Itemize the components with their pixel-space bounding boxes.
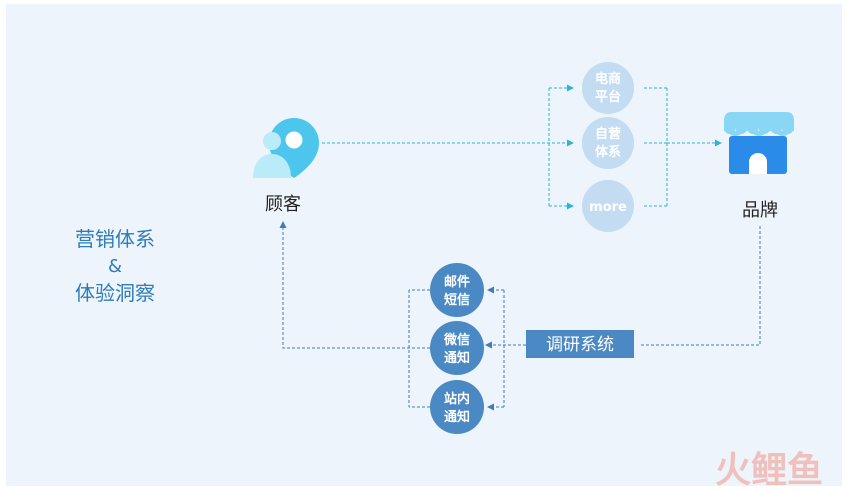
side-title-line1: 营销体系 bbox=[75, 227, 155, 251]
channel-ecommerce-line2: 平台 bbox=[595, 89, 621, 105]
bottom-flow-connectors bbox=[279, 221, 761, 411]
side-title-line3: 体验洞察 bbox=[75, 281, 155, 305]
channel-self-operated-line1: 自营 bbox=[595, 126, 621, 142]
channel-onsite: 站内 通知 bbox=[430, 380, 484, 434]
watermark-logo: 火鲤鱼 bbox=[715, 450, 823, 491]
customer-label: 顾客 bbox=[265, 194, 301, 215]
customer-icon bbox=[253, 118, 319, 178]
diagram-background bbox=[6, 4, 842, 486]
channel-wechat: 微信 通知 bbox=[430, 321, 484, 375]
top-flow-connectors bbox=[322, 84, 722, 210]
channel-onsite-line2: 通知 bbox=[444, 409, 470, 425]
channel-wechat-line1: 微信 bbox=[443, 332, 470, 348]
research-system-label: 调研系统 bbox=[546, 335, 614, 355]
channel-ecommerce: 电商 平台 bbox=[582, 62, 634, 114]
side-title-line2: & bbox=[108, 256, 122, 277]
channel-ecommerce-line1: 电商 bbox=[595, 71, 621, 87]
channel-email-sms: 邮件 短信 bbox=[430, 263, 484, 317]
channel-onsite-line1: 站内 bbox=[444, 391, 470, 407]
channel-email-sms-line2: 短信 bbox=[444, 292, 470, 308]
brand-label: 品牌 bbox=[742, 200, 778, 221]
shop-icon bbox=[724, 112, 794, 174]
channel-email-sms-line1: 邮件 bbox=[444, 274, 470, 290]
channel-self-operated: 自营 体系 bbox=[582, 117, 634, 169]
channel-self-operated-line2: 体系 bbox=[595, 144, 621, 160]
channel-wechat-line2: 通知 bbox=[444, 350, 470, 366]
side-title: 营销体系 & 体验洞察 bbox=[75, 227, 155, 305]
channel-more: more bbox=[582, 180, 634, 232]
channel-more-label: more bbox=[589, 200, 627, 215]
research-system-box: 调研系统 bbox=[526, 330, 634, 358]
